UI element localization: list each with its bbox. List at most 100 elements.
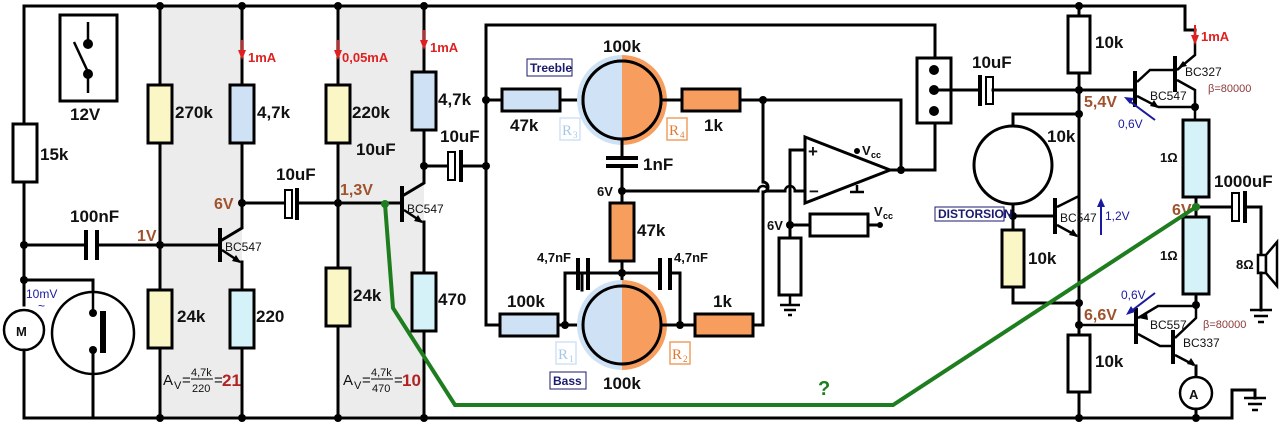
tag-r2: R 2 xyxy=(669,341,691,365)
ground-icon xyxy=(1244,396,1266,412)
label-15k: 15k xyxy=(40,145,69,164)
svg-text:4: 4 xyxy=(680,130,685,140)
label-r3: 47k xyxy=(510,116,539,135)
lower-driver-label: BC557 xyxy=(1150,318,1187,332)
lower-base-voltage: 6,6V xyxy=(1084,307,1117,324)
resistor-220k xyxy=(324,83,352,145)
svg-text:4,7k: 4,7k xyxy=(371,367,392,379)
tag-r1: R 1 xyxy=(555,341,577,365)
svg-text:3: 3 xyxy=(573,130,578,140)
label-4k7-stage2: 4,7k xyxy=(438,90,472,109)
resistor-24k-stage2 xyxy=(324,266,352,328)
label-pot-bass: 100k xyxy=(603,374,641,393)
ground-icon xyxy=(780,295,800,317)
resistor-10k-bottom xyxy=(1066,333,1092,394)
svg-text:=: = xyxy=(182,372,191,389)
treble-label: Treeble xyxy=(530,61,572,75)
label-24k-stage2: 24k xyxy=(353,286,382,305)
svg-text:V: V xyxy=(354,380,362,392)
potentiometer-treble[interactable] xyxy=(577,55,667,145)
label-distortion-pot: 10k xyxy=(1047,127,1076,146)
svg-text:A: A xyxy=(343,372,353,389)
svg-text:=: = xyxy=(362,372,371,389)
lower-vbe: 0,6V xyxy=(1121,288,1146,302)
label-220k: 220k xyxy=(352,103,390,122)
label-r4: 1k xyxy=(704,116,723,135)
label-10k-distortion: 10k xyxy=(1028,249,1057,268)
beta-lower: β=80000 xyxy=(1203,319,1246,331)
treble-label-box xyxy=(526,58,573,77)
distortion-label-box xyxy=(934,206,1005,222)
stage2-transistor-label: BC547 xyxy=(407,202,444,216)
current-arrow-icon xyxy=(420,40,428,50)
resistor-220 xyxy=(228,288,256,350)
label-270k: 270k xyxy=(175,103,213,122)
resistor-r1-100k xyxy=(498,312,560,338)
potentiometer-distortion[interactable] xyxy=(972,124,1054,206)
stage2-base-voltage: 1,3V xyxy=(340,182,373,199)
vbe-transistor-label: BC547 xyxy=(1060,211,1097,225)
current-arrow-icon xyxy=(238,50,246,60)
stage1-base-voltage: 1V xyxy=(137,228,157,245)
lower-power-label: BC337 xyxy=(1183,336,1220,350)
microphone-source: M xyxy=(2,308,46,420)
svg-text:V: V xyxy=(174,380,182,392)
stage1-collector-voltage: 6V xyxy=(214,196,234,213)
transistor-upper-driver xyxy=(1133,68,1195,109)
svg-text:−: − xyxy=(809,182,819,201)
label-10k-bottom: 10k xyxy=(1095,352,1124,371)
cap-1000uf xyxy=(1231,192,1240,222)
svg-text:+: + xyxy=(808,142,818,161)
distortion-label[interactable]: DISTORSION xyxy=(938,207,1012,221)
svg-text:R: R xyxy=(562,123,572,139)
stage2-current: 1mA xyxy=(430,40,459,55)
current-arrow-icon xyxy=(1191,35,1199,45)
resistor-470 xyxy=(410,271,438,333)
resistor-270k xyxy=(146,83,174,145)
label-1ohm-upper: 1Ω xyxy=(1160,150,1178,165)
svg-text:cc: cc xyxy=(883,211,893,221)
resistor-1ohm-upper xyxy=(1181,118,1211,199)
feedback-wire xyxy=(381,200,1200,407)
upper-vbe: 0,6V xyxy=(1118,117,1143,131)
svg-text:1: 1 xyxy=(569,354,574,364)
svg-text:A: A xyxy=(163,372,173,389)
upper-vbe-arrow-icon xyxy=(1127,99,1156,121)
power-switch[interactable] xyxy=(58,13,119,103)
resistor-r3-47k xyxy=(500,87,562,113)
resistor-bias-bottom xyxy=(777,236,803,297)
stage2-cap-note: 10uF xyxy=(356,140,396,159)
stage1-transistor-label: BC547 xyxy=(225,240,262,254)
bass-label-box xyxy=(549,371,587,390)
resistor-r2-1k xyxy=(693,312,755,338)
resistor-bias-top xyxy=(808,212,870,238)
resistor-15k xyxy=(11,122,39,184)
upper-base-voltage: 5,4V xyxy=(1084,94,1117,111)
svg-text:R: R xyxy=(558,347,568,363)
stage2-bias-current: 0,05mA xyxy=(342,50,389,65)
label-1ohm-lower: 1Ω xyxy=(1160,248,1178,263)
svg-text:4,7k: 4,7k xyxy=(191,367,212,379)
stage2-gain-value: 10 xyxy=(402,371,421,390)
label-10uf-out: 10uF xyxy=(972,53,1012,72)
label-220: 220 xyxy=(256,307,284,326)
bass-label: Bass xyxy=(553,374,582,388)
resistor-10k-distortion xyxy=(1000,228,1026,289)
label-speaker: 8Ω xyxy=(1236,257,1254,272)
speaker-icon xyxy=(1250,238,1279,324)
resistor-r4-1k xyxy=(680,87,742,113)
mic-signal-mark: ~ xyxy=(38,299,45,313)
potentiometer-bass[interactable] xyxy=(577,280,667,370)
current-arrow-icon xyxy=(334,50,342,60)
svg-text:=: = xyxy=(394,372,403,389)
transistor-vbe-multiplier xyxy=(1053,194,1080,238)
label-10uf-1: 10uF xyxy=(276,165,316,184)
stage2-gain-formula: A V = 4,7k 470 = 10 xyxy=(343,367,421,395)
label-1nf: 1nF xyxy=(643,155,673,174)
svg-text:470: 470 xyxy=(372,383,390,395)
question-mark: ? xyxy=(818,378,830,400)
stage1-shade xyxy=(160,6,242,416)
label-24k-stage1: 24k xyxy=(177,307,206,326)
resistor-4k7-stage1 xyxy=(228,83,256,145)
label-100nf: 100nF xyxy=(70,207,119,226)
